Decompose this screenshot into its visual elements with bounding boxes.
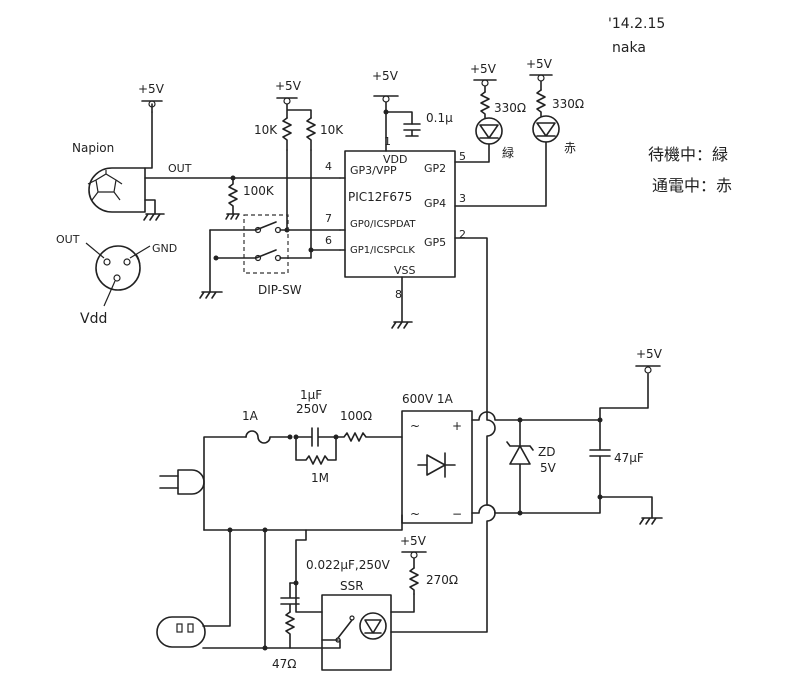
svg-text:1M: 1M: [311, 471, 329, 485]
led-green: 緑: [475, 117, 514, 160]
svg-text:GP5: GP5: [424, 236, 446, 249]
pic12f675: VDD GP3/VPP PIC12F675 GP0/ICSPDAT GP1/IC…: [325, 135, 466, 301]
svg-text:~: ~: [410, 419, 420, 433]
author-text: naka: [612, 40, 646, 56]
svg-text:2: 2: [459, 228, 466, 241]
svg-text:8: 8: [395, 288, 402, 301]
svg-text:10K: 10K: [320, 123, 344, 137]
bridge-rectifier: 600V 1A ~ + ~ −: [401, 392, 473, 524]
vplus-led-red: +5V: [526, 57, 553, 71]
vplus-napion: +5V: [138, 82, 165, 96]
resistor-100: 100Ω: [335, 409, 403, 442]
snubber-cap-label: 0.022μF,250V: [306, 558, 391, 572]
sensor-pinout: OUT GND Vdd: [56, 233, 177, 327]
legend-powered: 通電中：赤: [652, 176, 732, 195]
svg-text:1μF: 1μF: [300, 388, 322, 402]
svg-text:−: −: [452, 507, 462, 521]
svg-text:1: 1: [384, 135, 391, 148]
ssr: SSR: [321, 579, 392, 671]
resistor-47: 47Ω: [272, 611, 296, 671]
svg-text:0.1μ: 0.1μ: [426, 111, 453, 125]
svg-text:GP2: GP2: [424, 162, 446, 175]
svg-text:赤: 赤: [564, 141, 576, 155]
svg-text:VDD: VDD: [383, 153, 407, 166]
resistor-10k-b: 10K: [306, 117, 344, 151]
pinout-gnd: GND: [152, 242, 177, 255]
svg-text:47μF: 47μF: [614, 451, 644, 465]
svg-text:GP3/VPP: GP3/VPP: [350, 164, 397, 177]
svg-text:DIP-SW: DIP-SW: [258, 283, 302, 297]
svg-text:GP4: GP4: [424, 197, 446, 210]
pinout-vdd: Vdd: [80, 311, 107, 327]
svg-text:1A: 1A: [242, 409, 259, 423]
svg-text:250V: 250V: [296, 402, 328, 416]
svg-text:600V 1A: 600V 1A: [402, 392, 454, 406]
vplus-led-green: +5V: [470, 62, 497, 76]
vplus-supply: +5V: [636, 347, 663, 361]
ac-outlet: [156, 616, 206, 648]
svg-text:270Ω: 270Ω: [426, 573, 458, 587]
svg-text:GP0/ICSPDAT: GP0/ICSPDAT: [350, 219, 416, 230]
svg-text:SSR: SSR: [340, 579, 364, 593]
resistor-270: 270Ω: [409, 567, 458, 595]
legend-standby: 待機中：緑: [648, 145, 728, 164]
led-red: 赤: [532, 115, 576, 155]
ac-plug: [159, 469, 205, 495]
ic-name: PIC12F675: [348, 190, 412, 204]
capacitor-47u: 47μF: [589, 419, 644, 498]
svg-text:330Ω: 330Ω: [552, 97, 584, 111]
svg-text:3: 3: [459, 192, 466, 205]
capacitor-0-1u: 0.1μ: [403, 111, 453, 137]
fuse-1a: 1A: [242, 409, 291, 444]
svg-text:47Ω: 47Ω: [272, 657, 296, 671]
svg-text:100K: 100K: [243, 184, 275, 198]
svg-text:330Ω: 330Ω: [494, 101, 526, 115]
svg-text:~: ~: [410, 507, 420, 521]
date-text: '14.2.15: [608, 16, 665, 32]
svg-text:+: +: [452, 419, 462, 433]
svg-text:7: 7: [325, 212, 332, 225]
capacitor-0-022u: [280, 582, 300, 613]
napion-out-label: OUT: [168, 162, 192, 175]
svg-text:5: 5: [459, 150, 466, 163]
svg-text:VSS: VSS: [394, 264, 416, 277]
svg-text:ZD: ZD: [538, 445, 555, 459]
ground-symbol-napion: [143, 213, 165, 221]
svg-text:緑: 緑: [502, 145, 514, 160]
napion-name: Napion: [72, 141, 114, 155]
svg-text:100Ω: 100Ω: [340, 409, 372, 423]
napion-sensor: Napion OUT: [72, 141, 192, 213]
capacitor-1u-250v: 1μF 250V: [295, 388, 337, 447]
zener-diode-5v: ZD 5V: [506, 419, 557, 514]
svg-text:4: 4: [325, 160, 332, 173]
resistor-10k-a: 10K: [254, 117, 292, 151]
resistor-330-red: 330Ω: [536, 89, 584, 117]
vplus-ic: +5V: [372, 69, 399, 83]
dip-switch: DIP-SW: [209, 214, 312, 297]
vplus-pullup: +5V: [275, 79, 302, 93]
pinout-out: OUT: [56, 233, 80, 246]
resistor-100k: 100K: [228, 177, 275, 215]
svg-text:10K: 10K: [254, 123, 278, 137]
resistor-330-green: 330Ω: [480, 91, 526, 119]
resistor-1m: 1M: [295, 436, 337, 485]
svg-text:6: 6: [325, 234, 332, 247]
vplus-ssr: +5V: [400, 534, 427, 548]
svg-text:GP1/ICSPCLK: GP1/ICSPCLK: [350, 245, 415, 256]
svg-text:5V: 5V: [540, 461, 557, 475]
